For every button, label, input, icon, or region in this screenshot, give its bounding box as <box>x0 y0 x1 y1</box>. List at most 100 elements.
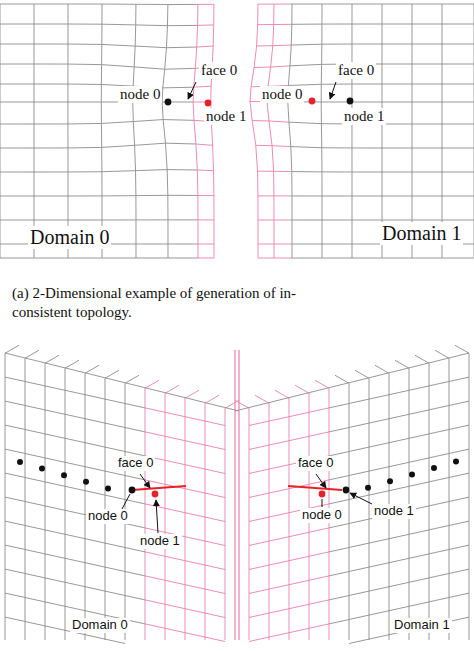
mesh-node-dot <box>165 99 172 106</box>
mesh-line <box>5 353 239 411</box>
mesh-line <box>198 24 214 25</box>
mesh-line <box>369 611 389 615</box>
mesh-line <box>25 430 45 434</box>
mesh-line <box>249 541 269 545</box>
mesh-line <box>249 408 250 640</box>
mesh-line <box>322 44 352 45</box>
mesh-line <box>45 578 65 582</box>
mesh-line <box>409 578 429 582</box>
mesh-line <box>34 24 68 25</box>
mesh-line <box>168 195 198 196</box>
mesh-line <box>429 454 449 458</box>
mesh-line <box>45 554 65 558</box>
mesh-line <box>412 4 413 24</box>
mesh-line <box>442 64 443 84</box>
mesh-line <box>196 25 198 47</box>
mesh-line <box>449 425 469 429</box>
mesh-line <box>0 220 1 244</box>
mesh-line <box>197 220 198 244</box>
mesh-line <box>412 220 442 221</box>
mesh-line <box>291 147 322 148</box>
mesh-line <box>292 219 322 220</box>
mesh-line <box>389 606 409 610</box>
subfigure-caption: (a) 2-Dimensional example of generation … <box>10 284 314 322</box>
face-label: face 0 <box>296 456 335 471</box>
mesh-line <box>258 4 274 5</box>
mesh-line <box>442 84 474 85</box>
mesh-line <box>412 4 442 5</box>
mesh-line <box>412 124 442 125</box>
mesh-line <box>412 44 442 45</box>
mesh-line <box>0 4 1 24</box>
mesh-line <box>65 368 66 640</box>
leader-line <box>188 82 196 99</box>
mesh-line <box>135 220 136 244</box>
mesh-line <box>165 412 185 416</box>
mesh-line <box>166 26 167 48</box>
mesh-line <box>196 144 197 170</box>
mesh-line <box>105 639 125 643</box>
mesh-line <box>442 84 443 102</box>
mesh-line <box>65 414 85 418</box>
mesh-line <box>321 44 322 64</box>
mesh-line <box>442 244 443 258</box>
mesh-line <box>193 102 195 120</box>
mesh-line <box>25 454 45 458</box>
mesh-line <box>198 195 214 196</box>
mesh-line <box>102 44 135 46</box>
mesh-line <box>167 170 169 196</box>
mesh-line <box>269 513 289 517</box>
mesh-line <box>34 102 68 103</box>
mesh-line <box>349 423 369 427</box>
mesh-line <box>258 219 274 220</box>
mesh-line <box>369 378 370 640</box>
mesh-line <box>429 502 449 506</box>
mesh-line <box>269 441 289 445</box>
mesh-line <box>5 569 25 573</box>
mesh-line <box>349 447 369 451</box>
mesh-line <box>168 219 198 220</box>
mesh-line <box>322 244 323 258</box>
mesh-line <box>33 102 34 124</box>
mesh-line <box>145 504 165 508</box>
mesh-line <box>292 244 293 258</box>
mesh-line <box>213 25 215 46</box>
mesh-node-dot <box>129 487 136 494</box>
mesh-line <box>449 617 469 621</box>
mesh-line <box>382 44 412 45</box>
mesh-line <box>167 244 168 258</box>
mesh-line <box>382 24 412 25</box>
mesh-line <box>249 589 269 593</box>
mesh-line <box>349 639 369 643</box>
mesh-line <box>409 602 429 606</box>
mesh-line <box>271 66 290 67</box>
mesh-line <box>412 84 442 85</box>
mesh-line <box>275 390 289 398</box>
mesh-line <box>34 258 68 259</box>
mesh-line <box>309 600 329 604</box>
mesh-line <box>352 220 382 221</box>
mesh-line <box>0 4 34 5</box>
mesh-line <box>412 196 442 197</box>
mesh-line <box>34 171 68 172</box>
mesh-line <box>195 47 196 68</box>
mesh-line <box>238 350 239 640</box>
mesh-line <box>321 24 322 44</box>
node-label: node 1 <box>342 108 386 125</box>
mesh-line <box>309 408 329 412</box>
mesh-line <box>429 406 449 410</box>
mesh-line <box>165 580 185 584</box>
mesh-line <box>449 449 469 453</box>
mesh-line <box>269 609 289 613</box>
mesh-line <box>290 64 322 65</box>
mesh-line <box>321 84 322 102</box>
mesh-line <box>65 360 79 368</box>
mesh-line <box>291 44 322 46</box>
mesh-line <box>68 195 102 196</box>
mesh-line <box>102 257 136 258</box>
mesh-line <box>351 124 352 148</box>
domain-1-mesh <box>250 4 474 258</box>
mesh-line <box>101 65 102 85</box>
mesh-line <box>0 123 34 124</box>
face-label: face 0 <box>336 62 376 79</box>
